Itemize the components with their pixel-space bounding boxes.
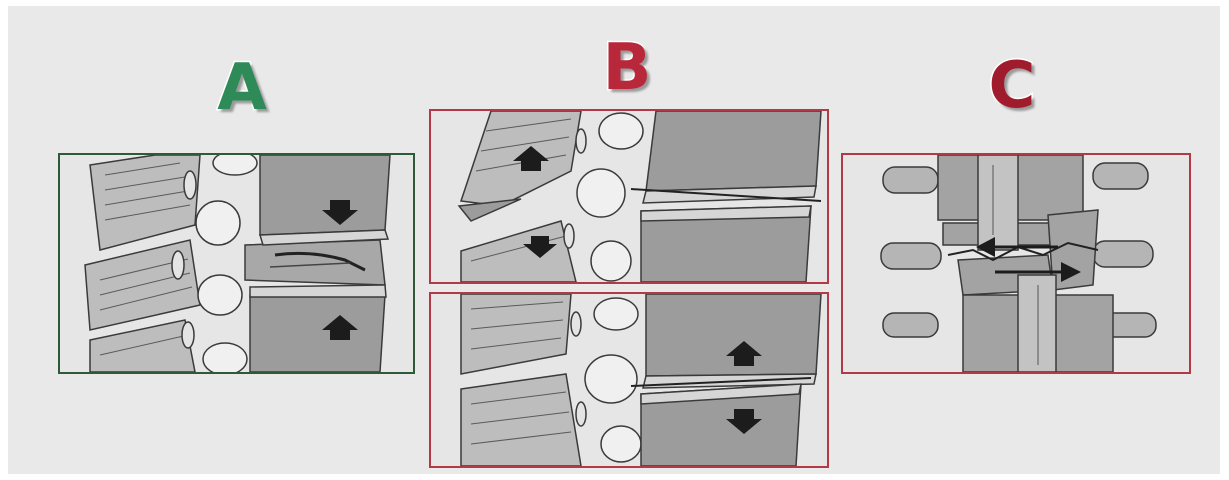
spine-distraction-bottom-illustration	[431, 294, 827, 466]
spine-distraction-top-illustration	[431, 111, 827, 282]
spine-compression-illustration	[60, 155, 413, 372]
panel-a-compression	[58, 153, 415, 374]
figure-background: A B C	[8, 6, 1220, 474]
panel-b-bottom-distraction	[429, 292, 829, 468]
panel-c-rotational-shear	[841, 153, 1191, 374]
label-b: B	[587, 36, 667, 100]
panel-b-top-distraction	[429, 109, 829, 284]
label-a: A	[202, 56, 282, 120]
spine-rotation-illustration	[843, 155, 1189, 372]
label-c: C	[972, 54, 1052, 118]
